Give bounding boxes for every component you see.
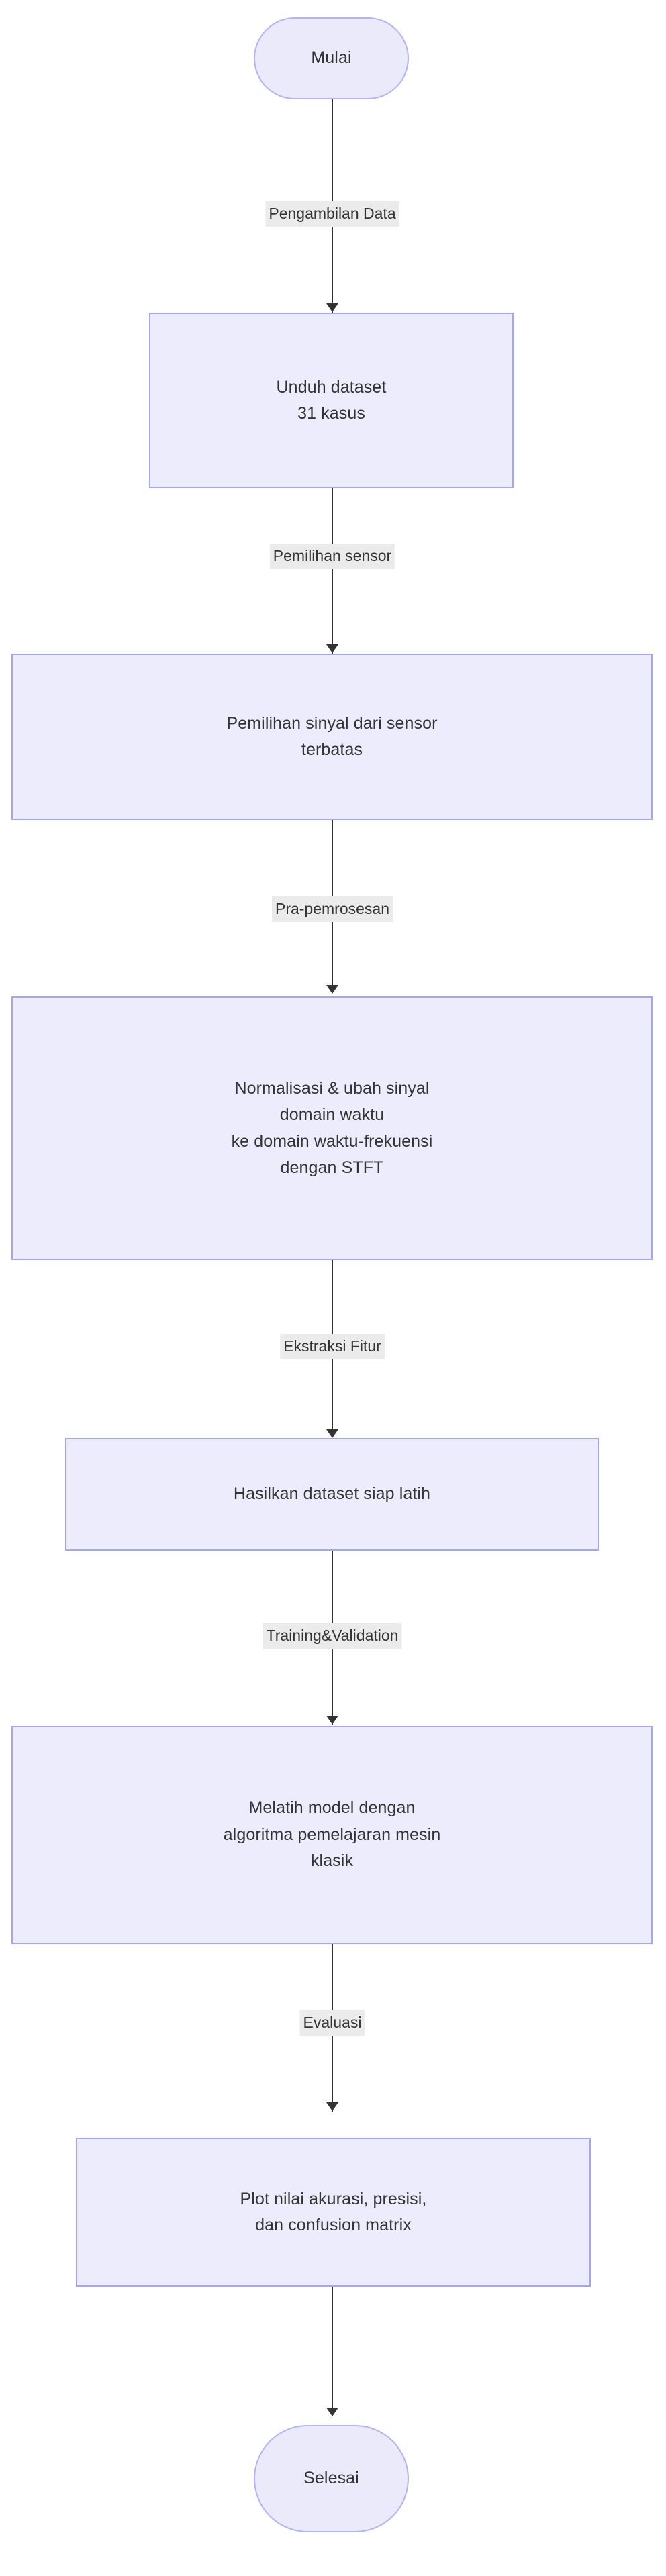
node-selesai[interactable]: Selesai — [254, 2425, 409, 2532]
node-hasilkan-dataset-label: Hasilkan dataset siap latih — [233, 1484, 431, 1504]
node-plot-evaluasi-label: Plot nilai akurasi, presisi, dan confusi… — [240, 2189, 427, 2235]
edge-evaluate-to-end — [332, 2287, 333, 2416]
arrowhead-evaluate — [326, 2102, 338, 2111]
node-melatih-model[interactable]: Melatih model dengan algoritma pemelajar… — [11, 1726, 653, 1944]
node-plot-evaluasi[interactable]: Plot nilai akurasi, presisi, dan confusi… — [76, 2138, 591, 2287]
edge-label-pra-pemrosesan: Pra-pemrosesan — [271, 896, 393, 922]
node-normalisasi-stft[interactable]: Normalisasi & ubah sinyal domain waktu k… — [11, 996, 653, 1260]
node-normalisasi-stft-label: Normalisasi & ubah sinyal domain waktu k… — [231, 1078, 433, 1178]
arrowhead-end — [326, 2408, 338, 2416]
arrowhead-select — [326, 644, 338, 653]
node-melatih-model-label: Melatih model dengan algoritma pemelajar… — [223, 1798, 441, 1871]
edge-label-evaluasi: Evaluasi — [299, 2010, 365, 2036]
node-selesai-label: Selesai — [303, 2469, 359, 2488]
edge-label-training-validation: Training&Validation — [263, 1623, 402, 1649]
edge-download-to-select — [332, 488, 333, 654]
node-pemilihan-sinyal[interactable]: Pemilihan sinyal dari sensor terbatas — [11, 654, 653, 820]
arrowhead-train — [326, 1716, 338, 1724]
node-mulai-label: Mulai — [311, 48, 352, 68]
edge-label-pemilihan-sensor: Pemilihan sensor — [269, 544, 395, 569]
arrowhead-preprocess — [326, 985, 338, 994]
node-pemilihan-sinyal-label: Pemilihan sinyal dari sensor terbatas — [226, 713, 438, 760]
edge-label-ekstraksi-fitur: Ekstraksi Fitur — [280, 1334, 385, 1359]
node-mulai[interactable]: Mulai — [254, 17, 409, 99]
arrowhead-dataset — [326, 1429, 338, 1438]
node-hasilkan-dataset[interactable]: Hasilkan dataset siap latih — [65, 1438, 599, 1551]
node-unduh-dataset-label: Unduh dataset 31 kasus — [276, 377, 387, 423]
node-unduh-dataset[interactable]: Unduh dataset 31 kasus — [149, 313, 514, 488]
edge-label-pengambilan-data: Pengambilan Data — [265, 201, 399, 227]
arrowhead-download — [326, 303, 338, 312]
